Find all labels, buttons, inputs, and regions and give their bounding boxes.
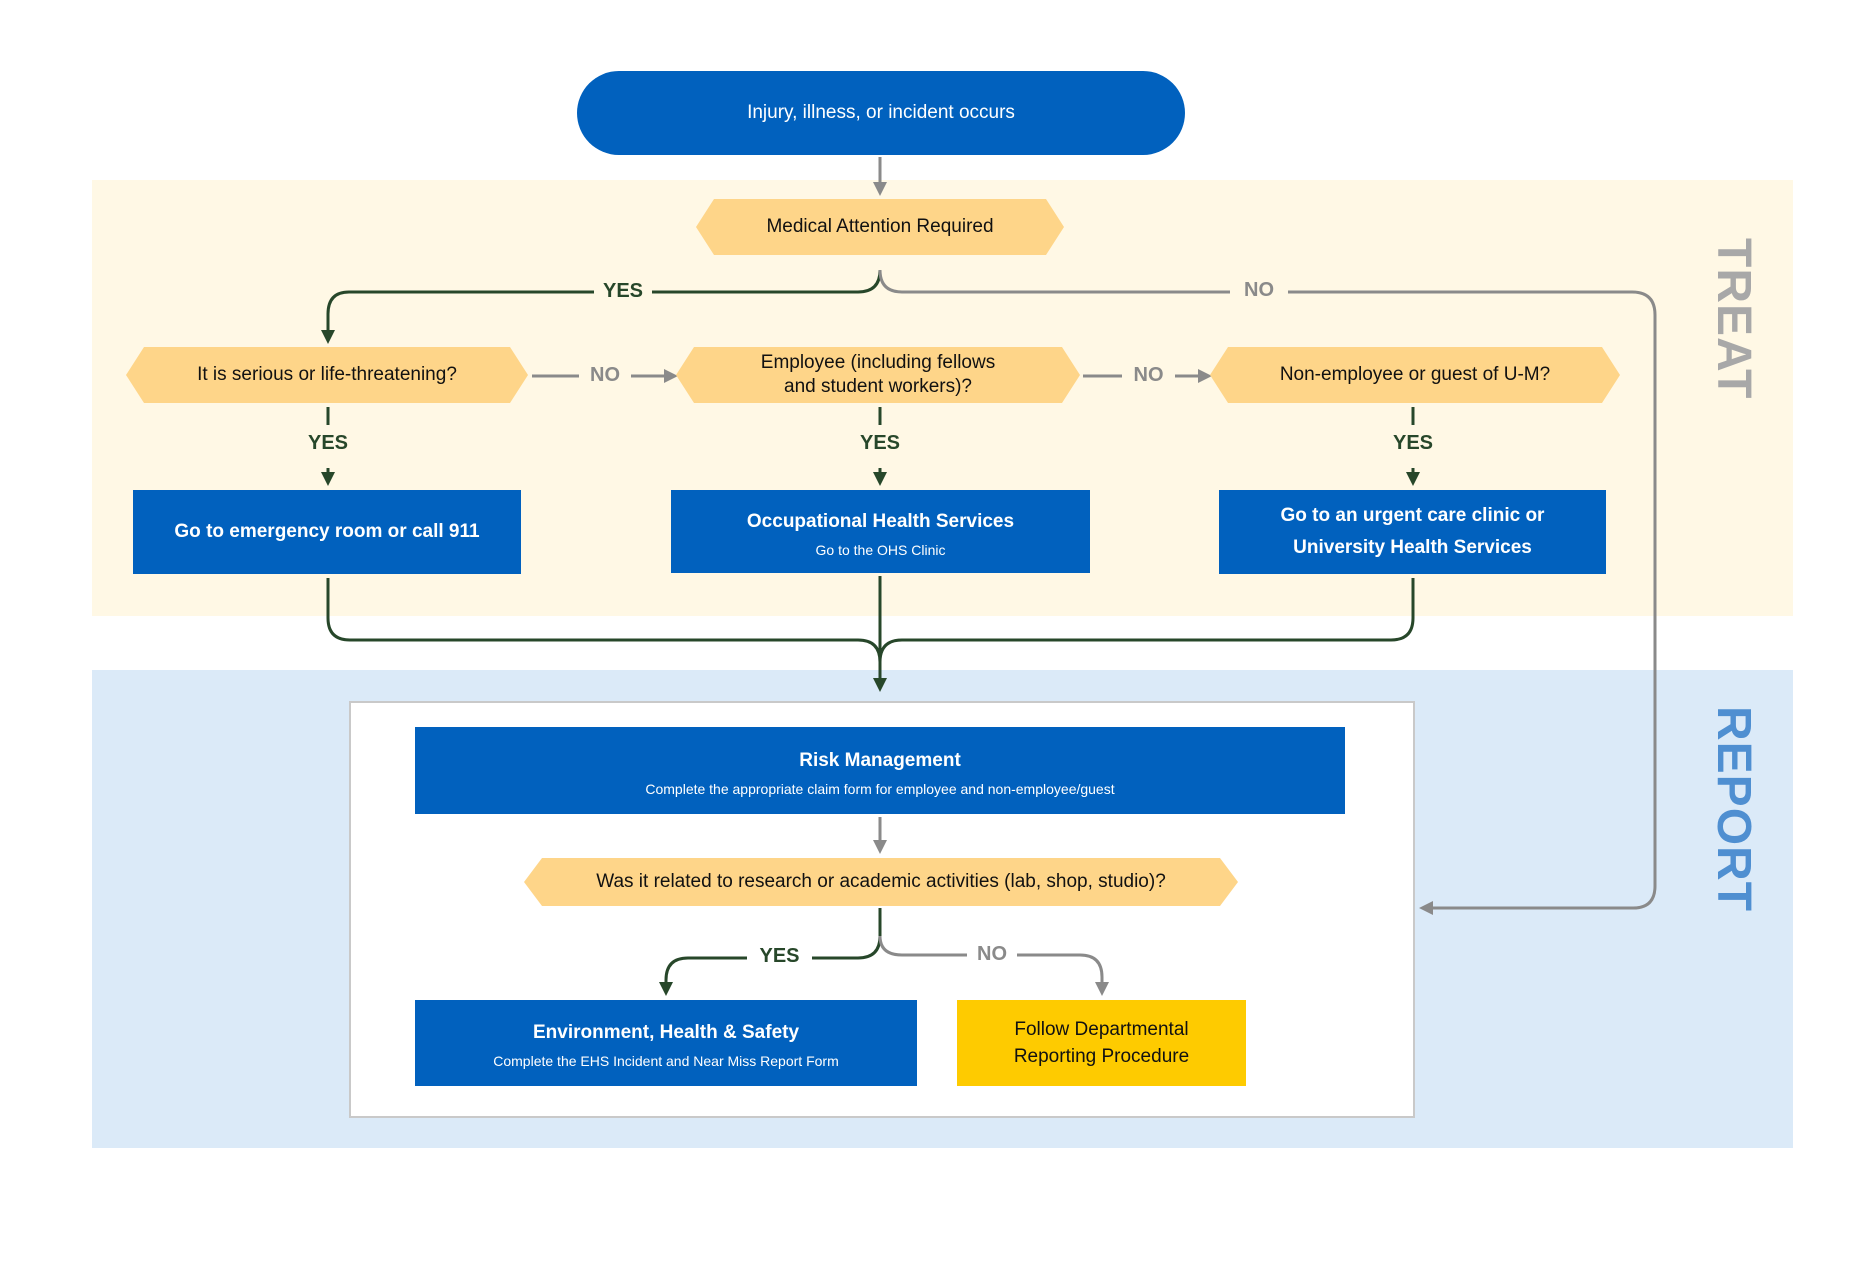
action-risk-management: Risk Management Complete the appropriate… [415,727,1345,814]
decision-employee: Employee (including fellows and student … [676,347,1080,403]
edge-medical-no [878,269,1230,294]
edge-urgent-to-report [878,578,1415,663]
action-emergency-room-title: Go to emergency room or call 911 [174,521,480,542]
decision-medical-attention-text: Medical Attention Required [766,216,994,237]
action-ehs-title: Environment, Health & Safety [532,1022,800,1043]
edge-medical-yes-2 [321,290,594,344]
edge-research-yes [812,908,882,960]
action-risk-management-title: Risk Management [799,749,961,771]
edge-medical-no-2 [1288,290,1657,915]
decision-serious: It is serious or life-threatening? [126,347,528,403]
action-urgent-care: Go to an urgent care clinic or Universit… [1219,490,1606,574]
edge-label-serious-no: NO [590,364,620,386]
decision-nonemployee-text: Non-employee or guest of U-M? [1279,364,1551,385]
decision-serious-text: It is serious or life-threatening? [197,364,457,385]
decision-nonemployee: Non-employee or guest of U-M? [1210,347,1620,403]
edge-research-yes-2 [659,956,747,996]
edge-label-research-no: NO [977,943,1007,965]
edge-label-medical-yes: YES [602,280,644,302]
edge-label-employee-yes: YES [859,432,901,454]
action-departmental-procedure-title: Follow Departmental Reporting Procedure [1013,1019,1190,1067]
action-occupational-health-subtitle: Go to the OHS Clinic [815,541,946,558]
edge-er-to-report [326,578,882,663]
edge-research-no [878,935,967,957]
start-node: Injury, illness, or incident occurs [577,71,1185,155]
action-risk-management-subtitle: Complete the appropriate claim form for … [645,780,1115,797]
action-urgent-care-title: Go to an urgent care clinic or Universit… [1280,505,1545,558]
action-occupational-health: Occupational Health Services Go to the O… [671,490,1090,573]
edge-label-employee-no: NO [1133,364,1164,386]
edge-label-research-yes: YES [759,945,800,967]
action-emergency-room: Go to emergency room or call 911 [133,490,521,574]
treat-section-label: TREAT [1707,238,1760,400]
edge-label-medical-no: NO [1244,279,1274,301]
edge-label-nonemployee-yes: YES [1392,432,1434,454]
edge-research-no-2 [1017,953,1109,996]
action-ehs-subtitle: Complete the EHS Incident and Near Miss … [493,1053,839,1069]
decision-employee-text: Employee (including fellows and student … [760,352,996,397]
report-section-label: REPORT [1707,706,1760,913]
action-occupational-health-title: Occupational Health Services [746,510,1015,532]
action-departmental-procedure: Follow Departmental Reporting Procedure [957,1000,1246,1086]
edge-label-serious-yes: YES [307,432,349,454]
decision-research-text: Was it related to research or academic a… [596,871,1166,892]
decision-medical-attention: Medical Attention Required [696,199,1064,255]
decision-research: Was it related to research or academic a… [524,858,1238,906]
action-ehs: Environment, Health & Safety Complete th… [415,1000,917,1086]
edge-medical-yes [652,269,882,294]
